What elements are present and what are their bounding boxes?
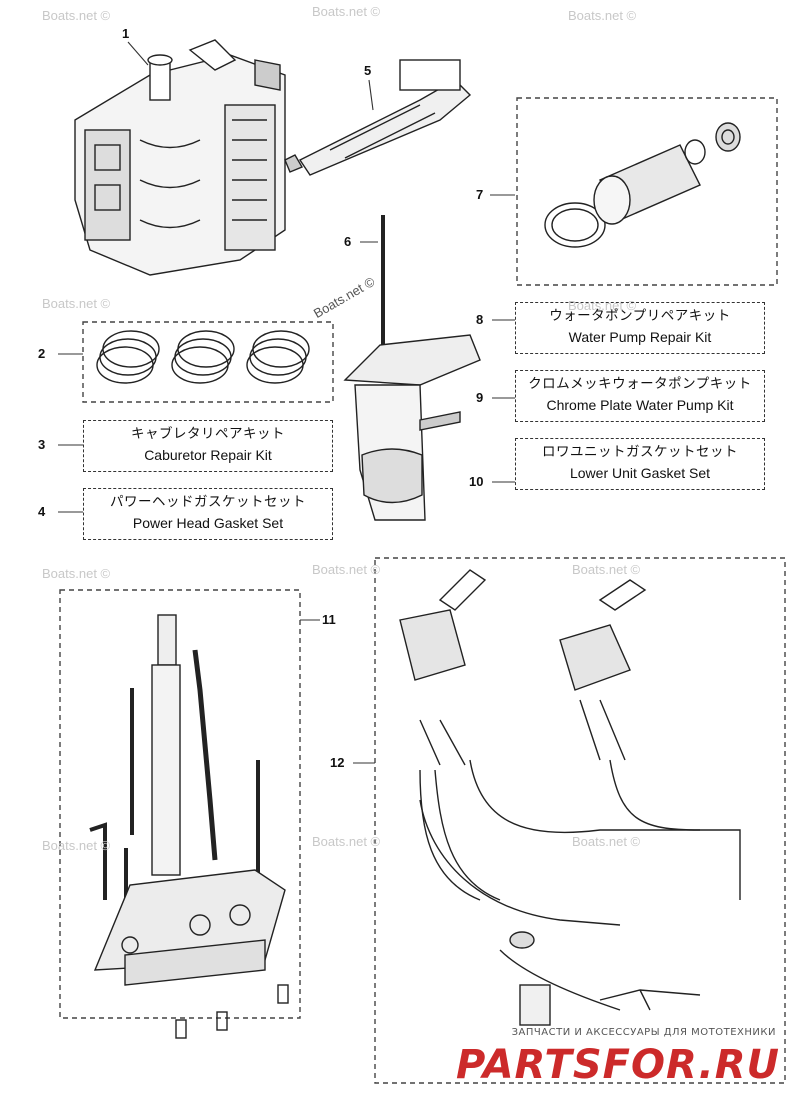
callout-number: 12 bbox=[330, 755, 345, 770]
shaft-housing-illustration bbox=[284, 59, 472, 176]
kit-name-jp: ロワユニットガスケットセット bbox=[542, 444, 738, 460]
callout-number: 4 bbox=[38, 504, 46, 519]
watermark: Boats.net © bbox=[312, 562, 381, 577]
callout-number: 7 bbox=[476, 187, 484, 202]
watermark: Boats.net © bbox=[312, 834, 381, 849]
power-head-gasket-label: パワーヘッドガスケットセット Power Head Gasket Set bbox=[83, 488, 333, 540]
lower-unit-illustration bbox=[343, 215, 481, 521]
kit-name-en: Power Head Gasket Set bbox=[132, 515, 284, 531]
watermark: Boats.net © bbox=[572, 834, 641, 849]
kit-name-jp: ウォータポンプリペアキット bbox=[549, 308, 731, 324]
kit-name-en: Lower Unit Gasket Set bbox=[569, 465, 711, 481]
piston-rings-illustration bbox=[96, 330, 310, 384]
callout-number: 11 bbox=[322, 612, 336, 627]
watermark: Boats.net © bbox=[42, 8, 111, 23]
watermark: Boats.net © bbox=[568, 8, 637, 23]
watermark: Boats.net © bbox=[568, 298, 637, 313]
kit-name-en: Water Pump Repair Kit bbox=[568, 329, 712, 345]
watermark: Boats.net © bbox=[42, 566, 111, 581]
kit-name-en: Caburetor Repair Kit bbox=[144, 447, 272, 463]
callout-number: 1 bbox=[122, 26, 130, 41]
chrome-water-pump-kit-label: クロムメッキウォータポンプキット Chrome Plate Water Pump… bbox=[515, 370, 765, 422]
callout-number: 2 bbox=[38, 346, 46, 361]
callout-number: 6 bbox=[344, 234, 352, 249]
kit-name-jp: クロムメッキウォータポンプキット bbox=[528, 376, 752, 392]
kit-name-jp: パワーヘッドガスケットセット bbox=[110, 494, 306, 510]
watermark: Boats.net © bbox=[312, 4, 381, 19]
kit-name-en: Chrome Plate Water Pump Kit bbox=[546, 397, 734, 413]
remote-control-illustration bbox=[399, 569, 741, 1026]
watermark: Boats.net © bbox=[42, 296, 111, 311]
lower-unit-gasket-label: ロワユニットガスケットセット Lower Unit Gasket Set bbox=[515, 438, 765, 490]
callout-number: 3 bbox=[38, 437, 46, 452]
water-pump-kit-label: ウォータポンプリペアキット Water Pump Repair Kit bbox=[515, 302, 765, 354]
callout-number: 5 bbox=[364, 63, 372, 78]
brand-logo: PARTSFOR.RU bbox=[455, 1042, 780, 1088]
brand-tagline: ЗАПЧАСТИ И АКСЕССУАРЫ ДЛЯ МОТОТЕХНИКИ bbox=[511, 1027, 776, 1038]
power-head-illustration bbox=[74, 39, 286, 276]
kit-name-jp: キャブレタリペアキット bbox=[131, 426, 285, 442]
water-pump-illustration bbox=[544, 122, 741, 248]
callout-number: 9 bbox=[476, 390, 484, 405]
watermark: Boats.net © bbox=[572, 562, 641, 577]
shaft-kit-illustration bbox=[89, 614, 289, 1039]
watermark: Boats.net © bbox=[42, 838, 111, 853]
callout-number: 8 bbox=[476, 312, 484, 327]
leader-lines bbox=[58, 41, 515, 764]
callout-number: 10 bbox=[469, 474, 484, 489]
carburetor-kit-label: キャブレタリペアキット Caburetor Repair Kit bbox=[83, 420, 333, 472]
